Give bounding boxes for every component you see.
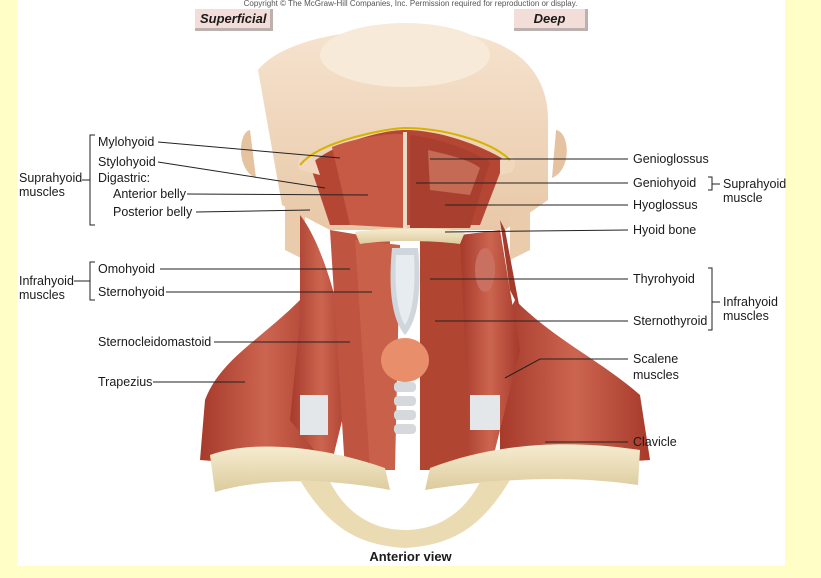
label-hyoglossus: Hyoglossus xyxy=(633,198,698,212)
right-leader-lines xyxy=(416,158,720,443)
left-leader-lines xyxy=(74,134,372,383)
label-scalene-muscles-2: muscles xyxy=(633,368,679,382)
superficial-tag: Superficial xyxy=(195,9,273,31)
suprahyoid-region xyxy=(298,130,516,228)
label-suprahyoid-muscle-right-1: Suprahyoid xyxy=(723,177,787,191)
label-stylohyoid: Stylohyoid xyxy=(98,155,156,169)
label-posterior-belly: Posterior belly xyxy=(113,205,193,219)
hyoid-bone xyxy=(355,228,465,244)
copyright-notice: Copyright © The McGraw-Hill Companies, I… xyxy=(243,0,578,8)
label-digastric: Digastric: xyxy=(98,171,151,185)
label-infrahyoid-muscles-left-1: Infrahyoid xyxy=(19,274,74,288)
skin-cut-edge xyxy=(299,126,511,166)
deep-tag: Deep xyxy=(514,9,588,31)
label-thyrohyoid: Thyrohyoid xyxy=(633,272,695,286)
label-genioglossus: Genioglossus xyxy=(633,152,709,166)
label-mylohyoid: Mylohyoid xyxy=(98,135,155,149)
label-omohyoid: Omohyoid xyxy=(98,262,155,276)
label-anterior-belly: Anterior belly xyxy=(113,187,186,201)
label-trapezius: Trapezius xyxy=(98,375,153,389)
label-infrahyoid-muscles-right-2: muscles xyxy=(723,309,769,323)
label-infrahyoid-muscles-left-2: muscles xyxy=(19,288,65,302)
label-suprahyoid-muscles-left-2: muscles xyxy=(19,185,65,199)
label-geniohyoid: Geniohyoid xyxy=(633,176,697,190)
scm-tendon xyxy=(300,395,328,435)
label-suprahyoid-muscle-right-2: muscle xyxy=(723,191,763,205)
scalene-tendon xyxy=(470,395,500,430)
label-sternohyoid: Sternohyoid xyxy=(98,285,165,299)
label-sternocleidomastoid: Sternocleidomastoid xyxy=(98,335,212,349)
label-sternothyroid: Sternothyroid xyxy=(633,314,708,328)
larynx-trachea xyxy=(381,248,429,434)
clavicle-bones xyxy=(210,444,640,548)
label-hyoid-bone: Hyoid bone xyxy=(633,223,697,237)
label-scalene-muscles-1: Scalene xyxy=(633,352,679,366)
label-clavicle: Clavicle xyxy=(633,435,677,449)
figure-caption: Anterior view xyxy=(369,549,452,564)
label-suprahyoid-muscles-left-1: Suprahyoid xyxy=(19,171,83,185)
label-infrahyoid-muscles-right-1: Infrahyoid xyxy=(723,295,778,309)
